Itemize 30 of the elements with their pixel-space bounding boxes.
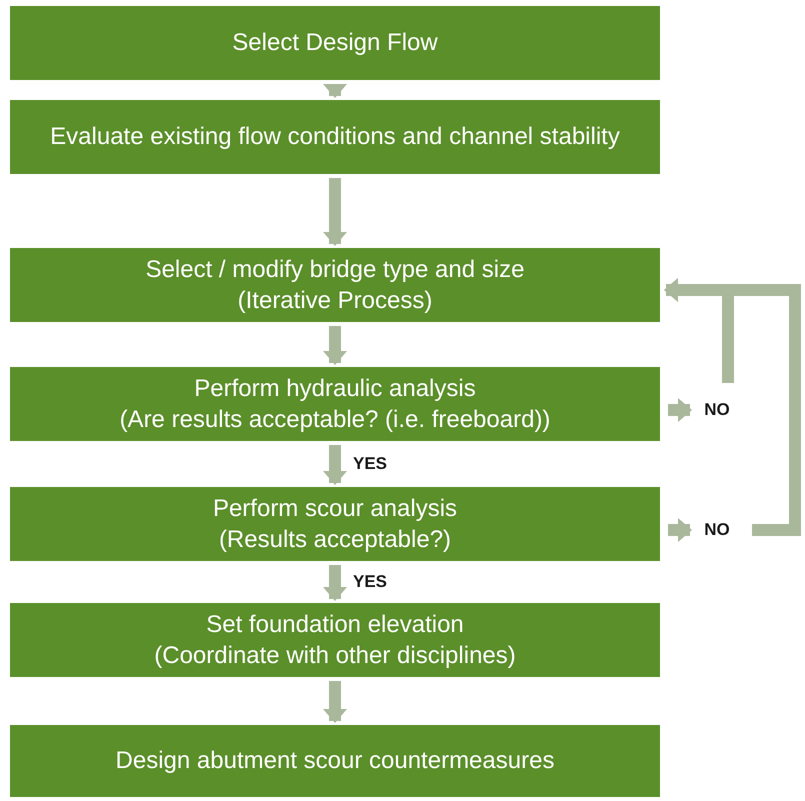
step-title: Design abutment scour countermeasures [116,746,554,776]
step-note: (Iterative Process) [238,286,432,316]
process-box [10,367,660,441]
step-note: (Results acceptable?) [218,525,452,555]
step-note: (Are results acceptable? (i.e. freeboard)) [120,405,550,435]
step-title: Select / modify bridge type and size [146,254,524,285]
step-title: Perform hydraulic analysis [194,374,476,404]
block-arrow [323,445,347,485]
label-text: NO [704,519,730,542]
edge-label: YES [351,573,390,590]
process-box [10,603,660,677]
block-arrow [323,681,347,723]
process-box [10,6,660,80]
step-note: (Coordinate with other disciplines) [154,641,516,671]
block-arrow [323,565,347,601]
step-title: Evaluate existing flow conditions and channel stability [50,122,620,152]
block-arrow [323,326,347,365]
process-box [10,100,660,174]
block-arrow [323,84,347,98]
step-title: Perform scour analysis [212,494,458,524]
label-text: NO [704,399,730,422]
step-title: Set foundation elevation [206,610,464,640]
block-arrow [668,518,692,542]
process-box [10,487,660,561]
process-box [10,725,660,797]
process-box [10,248,660,322]
edge-label: YES [351,455,390,472]
block-arrow [323,178,347,246]
step-title: Select Design Flow [232,28,438,58]
block-arrow [668,398,692,422]
